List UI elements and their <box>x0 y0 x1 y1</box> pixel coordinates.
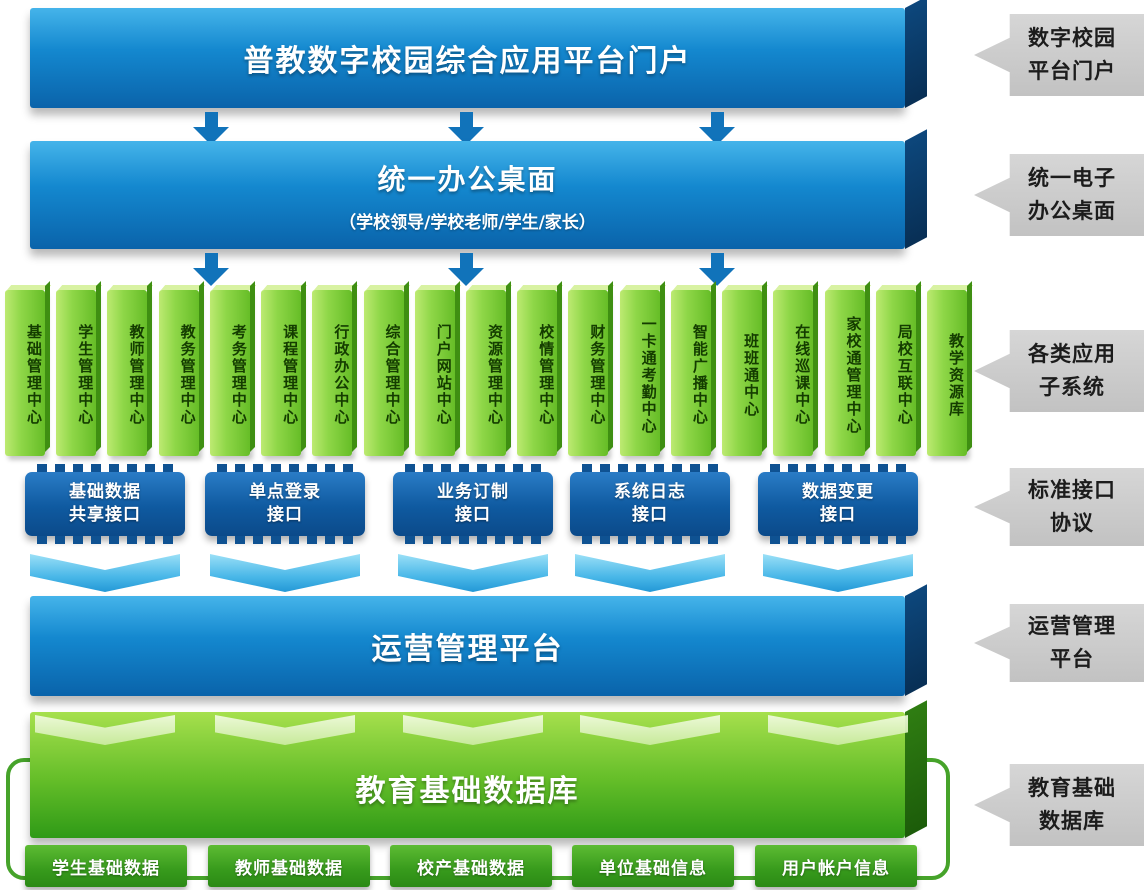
chip-label: 接口 <box>267 505 303 525</box>
subsystem-bar: 局校互联中心 <box>875 290 916 456</box>
data-box-accounts: 用户帐户信息 <box>755 845 917 887</box>
portal-bar-title: 普教数字校园综合应用平台门户 <box>243 44 692 79</box>
callout-interfaces: 标准接口 协议 <box>974 468 1144 546</box>
callout-subsystems: 各类应用 子系统 <box>974 330 1144 412</box>
data-box-students: 学生基础数据 <box>25 845 187 887</box>
data-box-assets: 校产基础数据 <box>390 845 552 887</box>
chip-label: 系统日志 <box>614 482 686 503</box>
callout-label: 数字校园 <box>1028 26 1116 51</box>
subsystem-label: 学生管理中心 <box>76 324 95 426</box>
subsystem-bar: 一卡通考勤中心 <box>619 290 660 456</box>
data-box-units: 单位基础信息 <box>572 845 734 887</box>
subsystem-bar: 综合管理中心 <box>363 290 404 456</box>
subsystem-bar: 课程管理中心 <box>261 290 302 456</box>
chevron-arrow-icon <box>763 554 913 592</box>
subsystem-bar: 门户网站中心 <box>414 290 455 456</box>
subsystem-label: 班班通中心 <box>742 332 761 418</box>
subsystem-label: 一卡通考勤中心 <box>639 315 658 435</box>
callout-label: 平台门户 <box>1028 59 1116 83</box>
callout-label: 教育基础 <box>1028 776 1116 801</box>
subsystem-label: 校情管理中心 <box>537 324 556 426</box>
callout-desktop: 统一电子 办公桌面 <box>974 154 1144 236</box>
portal-bar: 普教数字校园综合应用平台门户 <box>30 8 905 108</box>
down-arrow-icon <box>193 253 229 286</box>
chip-label: 共享接口 <box>69 505 141 525</box>
callout-portal: 数字校园 平台门户 <box>974 14 1144 96</box>
desktop-bar: 统一办公桌面 （学校领导/学校老师/学生/家长） <box>30 141 905 249</box>
desktop-bar-title: 统一办公桌面 <box>377 162 558 196</box>
chip-label: 接口 <box>632 505 668 525</box>
chip-label: 基础数据 <box>69 482 141 503</box>
chevron-arrow-icon <box>398 554 548 592</box>
subsystem-bar: 学生管理中心 <box>56 290 97 456</box>
chevron-arrow-icon <box>30 554 180 592</box>
down-arrow-icon <box>699 253 735 286</box>
chip-label: 业务订制 <box>437 482 509 503</box>
interface-chip-syslog: 系统日志 接口 <box>570 464 730 544</box>
subsystem-bar: 校情管理中心 <box>517 290 558 456</box>
subsystem-label: 智能广播中心 <box>690 324 709 426</box>
subsystem-label: 教务管理中心 <box>178 324 197 426</box>
subsystem-bar: 班班通中心 <box>722 290 763 456</box>
callout-database: 教育基础 数据库 <box>974 764 1144 846</box>
subsystem-row: 基础管理中心 学生管理中心 教师管理中心 教务管理中心 考务管理中心 课程管理中… <box>5 290 967 460</box>
desktop-bar-subtitle: （学校领导/学校老师/学生/家长） <box>339 212 596 233</box>
down-arrow-icon <box>448 253 484 286</box>
subsystem-bar: 考务管理中心 <box>209 290 250 456</box>
subsystem-bar: 教学资源库 <box>926 290 967 456</box>
callout-label: 子系统 <box>1039 375 1105 399</box>
chevron-arrow-icon <box>210 554 360 592</box>
callout-label: 办公桌面 <box>1028 199 1116 223</box>
callout-label: 各类应用 <box>1028 342 1116 367</box>
subsystem-bar: 在线巡课中心 <box>773 290 814 456</box>
chip-label: 单点登录 <box>249 482 321 503</box>
subsystem-bar: 教师管理中心 <box>107 290 148 456</box>
interface-chip-custom: 业务订制 接口 <box>393 464 553 544</box>
data-box-teachers: 教师基础数据 <box>208 845 370 887</box>
chip-label: 接口 <box>820 505 856 525</box>
subsystem-label: 财务管理中心 <box>588 324 607 426</box>
interface-chip-data-change: 数据变更 接口 <box>758 464 918 544</box>
subsystem-bar: 资源管理中心 <box>465 290 506 456</box>
subsystem-label: 家校通管理中心 <box>844 315 863 435</box>
subsystem-label: 基础管理中心 <box>25 324 43 426</box>
operation-bar-title: 运营管理平台 <box>371 632 564 667</box>
callout-label: 运营管理 <box>1028 614 1116 639</box>
callout-label: 统一电子 <box>1028 166 1116 191</box>
subsystem-bar: 财务管理中心 <box>568 290 609 456</box>
subsystem-bar: 行政办公中心 <box>312 290 353 456</box>
chip-label: 接口 <box>455 505 491 525</box>
subsystem-label: 综合管理中心 <box>383 324 402 426</box>
operation-bar: 运营管理平台 <box>30 596 905 696</box>
subsystem-label: 课程管理中心 <box>281 324 300 426</box>
subsystem-label: 行政办公中心 <box>332 324 351 426</box>
subsystem-label: 教学资源库 <box>946 332 965 418</box>
subsystem-label: 教师管理中心 <box>127 324 146 426</box>
callout-operation: 运营管理 平台 <box>974 604 1144 682</box>
subsystem-label: 资源管理中心 <box>485 324 504 426</box>
subsystem-label: 局校互联中心 <box>895 324 914 426</box>
callout-label: 标准接口 <box>1028 478 1116 503</box>
database-bar-title: 教育基础数据库 <box>355 774 580 809</box>
chip-label: 数据变更 <box>802 482 874 503</box>
subsystem-label: 门户网站中心 <box>434 324 453 426</box>
callout-label: 平台 <box>1050 647 1094 671</box>
subsystem-bar: 教务管理中心 <box>158 290 199 456</box>
subsystem-label: 在线巡课中心 <box>793 324 812 426</box>
callout-label: 协议 <box>1050 511 1094 535</box>
interface-chip-sso: 单点登录 接口 <box>205 464 365 544</box>
subsystem-bar: 基础管理中心 <box>5 290 45 456</box>
subsystem-bar: 智能广播中心 <box>670 290 711 456</box>
interface-chip-shared-data: 基础数据 共享接口 <box>25 464 185 544</box>
subsystem-bar: 家校通管理中心 <box>824 290 865 456</box>
chevron-arrow-icon <box>575 554 725 592</box>
callout-label: 数据库 <box>1039 809 1105 833</box>
subsystem-label: 考务管理中心 <box>229 324 248 426</box>
